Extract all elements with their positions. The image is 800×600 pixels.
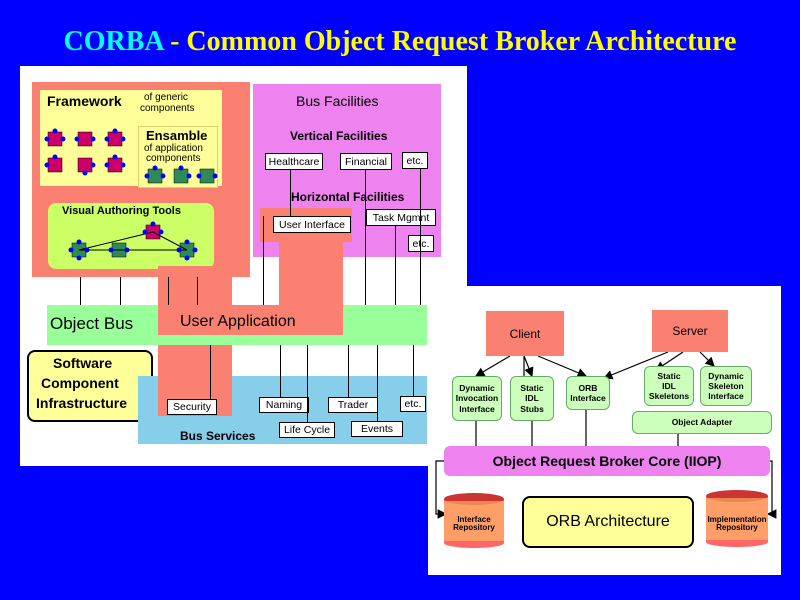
horizontal-facilities-label: Horizontal Facilities bbox=[291, 190, 405, 204]
framework-label: Framework bbox=[47, 93, 122, 109]
security-box: Security bbox=[167, 399, 217, 415]
trader-box: Trader bbox=[328, 397, 378, 413]
task-mgmt-box: Task Mgmnt bbox=[366, 209, 436, 226]
infra-line3: Infrastructure bbox=[36, 395, 128, 411]
connector-line bbox=[365, 170, 366, 305]
bus-architecture-panel: Framework of generic components Ensamble… bbox=[20, 66, 467, 466]
connector-line bbox=[377, 345, 378, 421]
user-interface-box: User Interface bbox=[273, 216, 351, 233]
connector-line bbox=[280, 345, 281, 397]
component-icon bbox=[77, 131, 93, 147]
orb-connectors bbox=[435, 351, 777, 548]
naming-box: Naming bbox=[259, 397, 309, 413]
etc-services-box: etc. bbox=[400, 396, 426, 412]
interface-repository-cylinder bbox=[444, 493, 504, 548]
connector-line bbox=[197, 277, 198, 305]
user-application-band bbox=[158, 305, 343, 335]
healthcare-box: Healthcare bbox=[265, 153, 323, 170]
connector-line bbox=[168, 277, 169, 305]
object-bus-label: Object Bus bbox=[50, 314, 134, 333]
connector-line bbox=[420, 169, 421, 305]
bus-facilities-label: Bus Facilities bbox=[296, 93, 379, 109]
connector-line bbox=[210, 345, 211, 399]
framework-sub1: of generic bbox=[144, 92, 188, 103]
user-application-label: User Application bbox=[180, 313, 296, 330]
component-icon bbox=[107, 131, 123, 147]
server-box: Server bbox=[652, 310, 728, 352]
page-title: CORBA - Common Object Request Broker Arc… bbox=[0, 26, 800, 58]
component-icon bbox=[147, 168, 163, 184]
title-acronym: CORBA bbox=[63, 26, 164, 57]
financial-box: Financial bbox=[340, 153, 392, 170]
infra-line2: Component bbox=[41, 375, 119, 391]
connector-line bbox=[290, 170, 291, 216]
component-icon bbox=[199, 168, 215, 184]
object-adapter: Object Adapter bbox=[632, 411, 772, 434]
connector-line bbox=[307, 345, 308, 422]
etc-horizontal-box: etc. bbox=[408, 235, 434, 252]
orb-core: Object Request Broker Core (IIOP) bbox=[444, 446, 770, 476]
etc-vertical-box: etc. bbox=[402, 152, 428, 169]
connector-line bbox=[120, 277, 121, 305]
visual-authoring-tools-label: Visual Authoring Tools bbox=[62, 205, 181, 217]
ensamble-sub1: of application bbox=[144, 143, 203, 154]
orb-architecture-box: ORB Architecture bbox=[522, 496, 694, 548]
title-rest: - Common Object Request Broker Architect… bbox=[163, 26, 737, 57]
life-cycle-box: Life Cycle bbox=[279, 422, 335, 438]
client-box: Client bbox=[486, 311, 564, 356]
ensamble-sub2: components bbox=[146, 153, 201, 164]
framework-sub2: components bbox=[140, 103, 195, 114]
component-icon bbox=[47, 157, 63, 173]
events-box: Events bbox=[351, 421, 403, 437]
component-icon bbox=[47, 131, 63, 147]
component-icon bbox=[173, 168, 189, 184]
component-icon bbox=[77, 157, 93, 173]
connector-line bbox=[263, 216, 264, 305]
component-icon bbox=[107, 157, 123, 173]
infrastructure-box bbox=[27, 350, 153, 422]
bus-services-label: Bus Services bbox=[180, 429, 256, 443]
infra-line1: Software bbox=[53, 355, 113, 371]
connector-line bbox=[348, 345, 349, 397]
ensamble-label: Ensamble bbox=[146, 128, 208, 143]
implementation-repository-cylinder bbox=[706, 490, 768, 547]
connector-line bbox=[413, 345, 414, 396]
connector-line bbox=[395, 226, 396, 305]
connector-line bbox=[80, 277, 81, 305]
vertical-facilities-label: Vertical Facilities bbox=[290, 129, 388, 143]
component-icons bbox=[44, 128, 218, 261]
